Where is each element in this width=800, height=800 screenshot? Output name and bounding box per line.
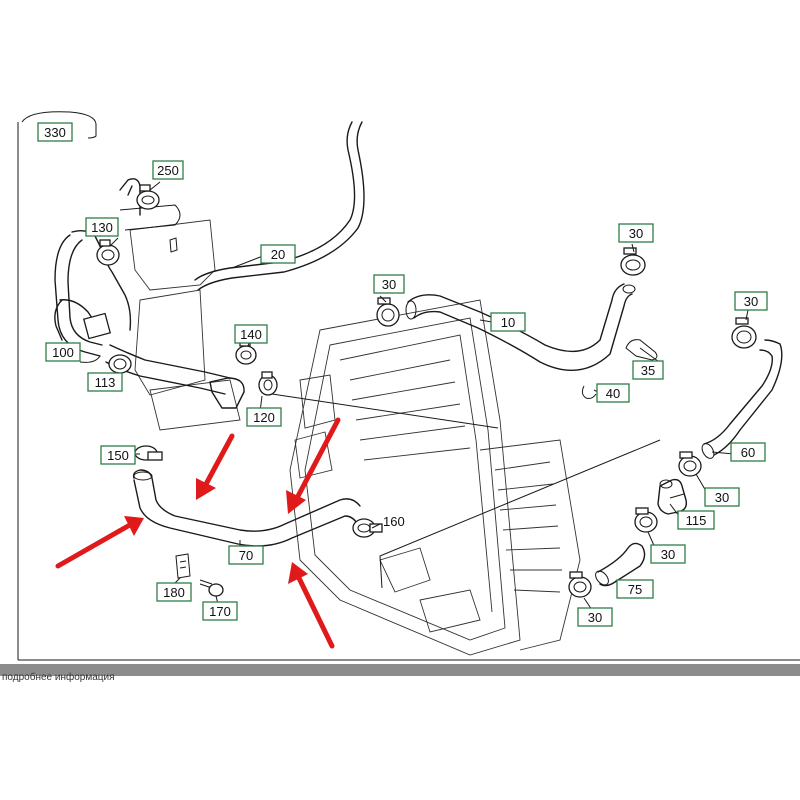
hose-75 [595,542,646,587]
svg-text:10: 10 [501,315,515,330]
svg-text:30: 30 [382,277,396,292]
part-label-330: 330 [37,122,73,142]
clamp-150-icon [134,445,163,461]
clamp-30-upper-icon [376,297,400,327]
part-label-113: 113 [87,372,123,392]
clamp-30-mid-right-icon [678,451,702,477]
svg-text:35: 35 [641,363,655,378]
svg-text:250: 250 [157,163,179,178]
clamp-250-icon [136,184,160,210]
svg-text:150: 150 [107,448,129,463]
part-label-30-mid-right: 30 [704,487,740,507]
diagram-frame [0,111,800,676]
part-label-130: 130 [85,217,119,237]
red-arrow-icon [55,516,144,569]
part-label-160: 160 [383,514,405,529]
svg-text:120: 120 [253,410,275,425]
svg-text:115: 115 [686,513,707,528]
part-label-170: 170 [202,601,238,621]
svg-text:330: 330 [44,125,66,140]
leader-lines [79,181,749,611]
annotation-arrows [55,417,341,649]
part-labels: 330 250 130 20 30 10 30 30 [37,122,768,627]
part-label-60: 60 [730,442,766,462]
part-label-140: 140 [234,324,268,344]
hose-70 [132,469,361,547]
part-label-70: 70 [228,545,264,565]
clamp-160-icon [352,518,383,538]
svg-text:60: 60 [741,445,755,460]
clamp-30-bottom-icon [568,571,592,598]
part-label-40: 40 [596,383,630,403]
part-label-20: 20 [260,244,296,264]
clamp-30-lower-mid-icon [634,507,658,533]
part-label-30-bottom: 30 [577,607,613,627]
svg-text:30: 30 [588,610,602,625]
clamp-30-far-right-icon [731,317,757,349]
clip-40-icon [581,385,597,399]
hose-100 [54,229,132,357]
red-arrow-icon [196,433,235,500]
svg-text:100: 100 [52,345,74,360]
hose-113 [105,344,245,409]
part-label-115: 115 [677,510,715,530]
bracket-180-icon [175,553,191,579]
footer-bar [0,664,800,676]
part-label-75: 75 [616,579,654,599]
part-label-180: 180 [156,582,192,602]
red-arrow-icon [286,417,341,514]
part-label-10: 10 [490,312,526,332]
radiator-outline [289,299,581,656]
thermostat-housing [119,204,241,431]
hose-10 [405,283,636,371]
part-label-30-far-right: 30 [734,291,768,311]
part-label-30-upper: 30 [373,274,405,294]
footer-text: подробнее информация [2,672,115,683]
svg-text:140: 140 [240,327,262,342]
svg-text:70: 70 [239,548,253,563]
svg-text:160: 160 [383,514,405,529]
part-label-35: 35 [632,360,664,380]
hose-20 [119,121,365,291]
hose-clamps [96,184,757,598]
part-label-250: 250 [152,160,184,180]
svg-text:30: 30 [661,547,675,562]
part-label-120: 120 [246,407,282,427]
part-label-30-lower-mid: 30 [650,544,686,564]
bolt-170-icon [199,579,224,597]
svg-text:30: 30 [744,294,758,309]
red-arrow-icon [288,562,335,649]
svg-text:130: 130 [91,220,113,235]
part-label-150: 150 [100,445,136,465]
clamp-130-icon [96,239,120,266]
svg-text:40: 40 [606,386,620,401]
part-label-100: 100 [45,342,81,362]
svg-text:20: 20 [271,247,285,262]
svg-text:170: 170 [209,604,231,619]
svg-text:75: 75 [628,582,642,597]
svg-text:113: 113 [95,375,116,390]
part-label-30-top-right: 30 [618,223,654,243]
clamp-120-icon [258,371,278,396]
connector-115 [657,478,688,515]
svg-text:30: 30 [715,490,729,505]
clamp-30-top-right-icon [620,247,646,276]
svg-text:30: 30 [629,226,643,241]
hose-60 [701,339,783,459]
svg-text:180: 180 [163,585,185,600]
